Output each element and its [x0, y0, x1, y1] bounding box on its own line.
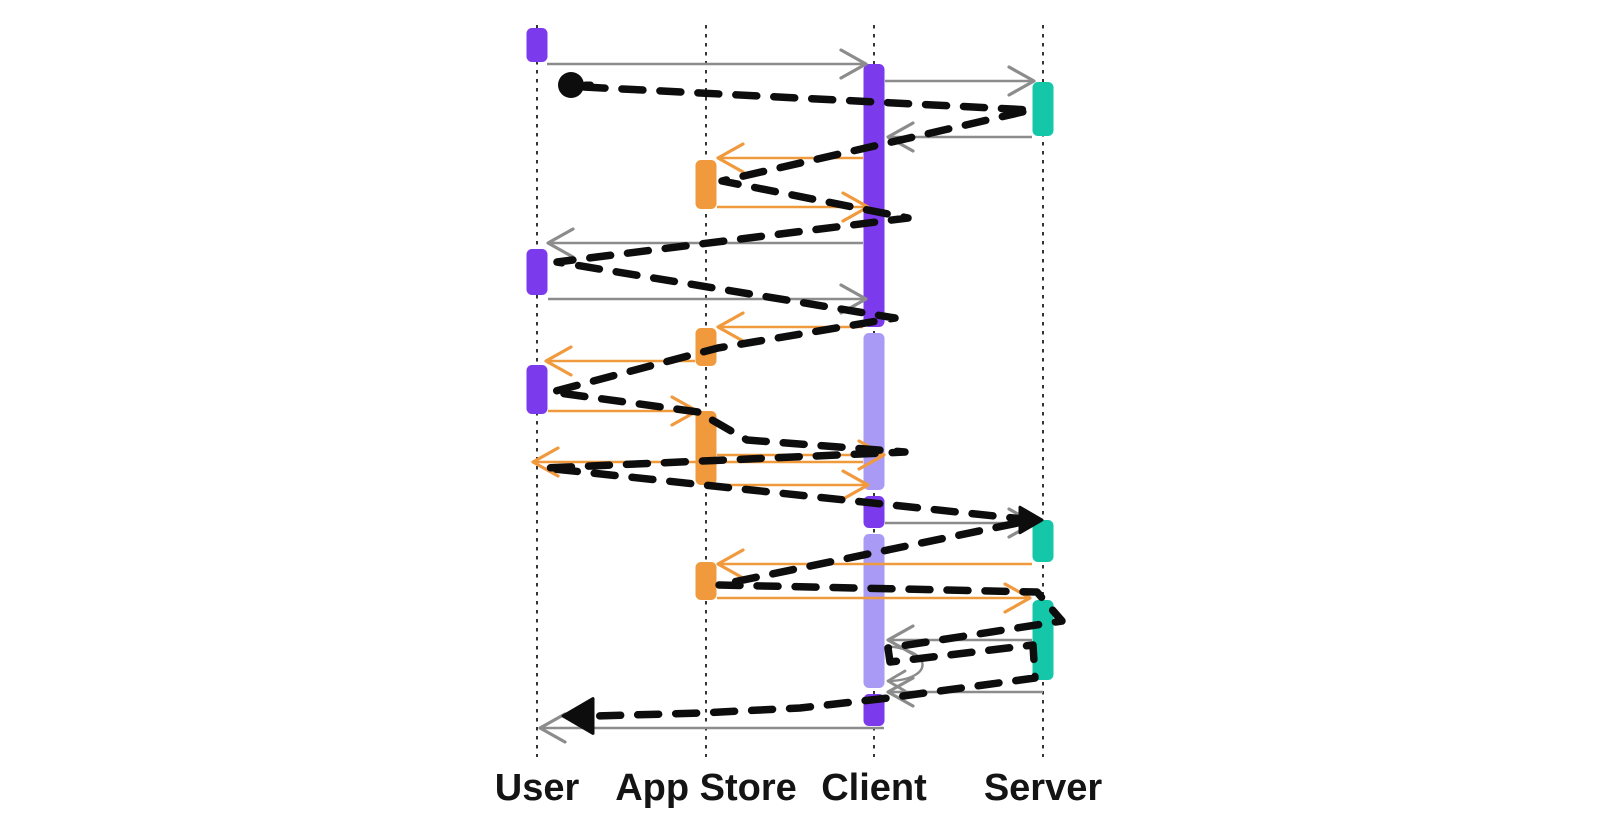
arrowhead-server-to-client — [886, 121, 915, 153]
activation-bar-appstore — [695, 160, 717, 209]
participant-label-server: Server — [984, 767, 1103, 809]
arrowhead-user-to-client — [839, 48, 868, 80]
arrowhead-server-to-client — [886, 676, 915, 708]
trace-end-arrowhead — [561, 697, 595, 735]
activation-bar-server — [1032, 520, 1054, 562]
activation-bar-user — [526, 249, 548, 295]
activation-bar-appstore — [695, 562, 717, 600]
self-message-arc-client — [885, 644, 924, 683]
arrowhead-client-to-user — [546, 227, 575, 259]
participant-label-user: User — [495, 767, 580, 809]
activation-bar-client — [863, 534, 885, 688]
activation-bar-client — [863, 64, 885, 327]
activation-bar-user — [526, 365, 548, 414]
arrowhead-client-to-appstore — [716, 142, 745, 174]
activation-bar-server — [1032, 600, 1054, 680]
activation-bar-user — [526, 28, 548, 62]
participant-labels: User App Store Client Server — [495, 767, 1103, 809]
activation-bar-appstore — [695, 328, 717, 366]
participant-label-appstore: App Store — [615, 767, 797, 809]
diagram-generated-layer — [526, 25, 1066, 757]
arrowhead-client-to-user — [538, 712, 567, 744]
participant-label-client: Client — [821, 767, 927, 809]
arrowhead-client-to-appstore — [716, 311, 745, 343]
trace-path — [541, 83, 1066, 720]
activation-bar-appstore — [695, 411, 717, 485]
arrowhead-appstore-to-client — [841, 469, 870, 501]
arrowhead-appstore-to-server — [1003, 582, 1032, 614]
arrowhead-client-to-server — [1007, 65, 1036, 97]
arrowhead-appstore-to-user — [544, 345, 573, 377]
trace-mid-arrowhead — [1018, 505, 1044, 535]
trace-start-dot — [558, 72, 584, 98]
self-message-arrowhead — [886, 669, 907, 693]
trace-start-nub — [582, 81, 594, 89]
activation-bar-server — [1032, 82, 1054, 136]
arrowhead-server-to-appstore — [716, 548, 745, 580]
